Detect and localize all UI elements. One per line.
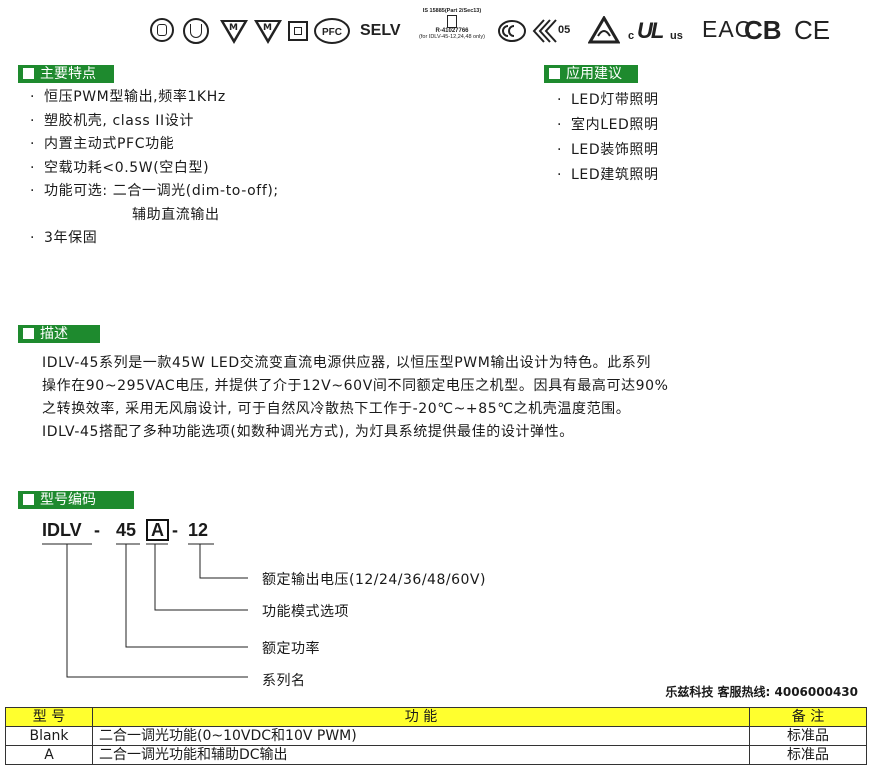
description-line: 之转换效率, 采用无风扇设计, 可于自然风冷散热下工作于-20℃~+85℃之机壳… <box>42 401 631 417</box>
feature-item: · 3年保固 <box>30 227 279 251</box>
callout-option: 功能模式选项 <box>262 604 349 620</box>
bis-icon: IS 15885(Part 2/Sec13) R-41027766 (for I… <box>412 8 492 40</box>
class-ii-icon <box>288 21 308 41</box>
feature-continuation: 辅助直流输出 <box>132 206 220 223</box>
ce-icon: CE <box>794 15 831 45</box>
feature-text: 空载功耗<0.5W(空白型) <box>44 159 210 176</box>
mm-triangle-icon: M <box>220 20 248 44</box>
application-text: LED灯带照明 <box>571 92 659 108</box>
table-header-note: 备 注 <box>749 707 867 727</box>
table-row: Blank 二合一调光功能(0~10VDC和10V PWM) 标准品 <box>5 726 867 746</box>
application-text: 室内LED照明 <box>571 117 659 133</box>
feature-item: · 空载功耗<0.5W(空白型) <box>30 157 279 181</box>
application-item: · LED建筑照明 <box>557 163 659 188</box>
description-line: IDLV-45系列是一款45W LED交流变直流电源供应器, 以恒压型PWM输出… <box>42 355 651 371</box>
model-header: 型号编码 <box>18 491 134 509</box>
bullet-icon: · <box>557 92 563 108</box>
description-line: 操作在90~295VAC电压, 并提供了介于12V~60V间不同额定电压之机型。… <box>42 378 669 394</box>
feature-text: 塑胶机壳, class II设计 <box>44 112 194 129</box>
table-cell-note: 标准品 <box>749 745 867 765</box>
model-voltage: 12 <box>188 520 209 540</box>
model-callout-lines <box>42 543 248 678</box>
bullet-icon: · <box>30 112 36 129</box>
bullet-icon: · <box>30 183 36 199</box>
bullet-icon: · <box>557 142 563 158</box>
features-header-label: 主要特点 <box>40 66 96 82</box>
description-header-label: 描述 <box>40 326 68 342</box>
bullet-icon: · <box>30 136 36 152</box>
features-list: · 恒压PWM型输出,频率1KHz · 塑胶机壳, class II设计 · 内置主动… <box>30 86 279 251</box>
ul-us: us <box>670 30 683 42</box>
eac-icon: EAC <box>702 16 753 42</box>
table-cell-note: 标准品 <box>749 726 867 746</box>
table-cell-function: 二合一调光功能(0~10VDC和10V PWM) <box>92 726 750 746</box>
application-text: LED装饰照明 <box>571 142 659 158</box>
feature-text: 恒压PWM型输出,频率1KHz <box>44 89 226 105</box>
feature-item: · 恒压PWM型输出,频率1KHz <box>30 86 279 110</box>
callout-power: 额定功率 <box>262 641 320 657</box>
table-cell-model: Blank <box>5 726 93 746</box>
bis-standard: IS 15885(Part 2/Sec13) <box>422 8 482 14</box>
header-square-icon <box>549 68 560 79</box>
bis-note: (for IDLV-45-12,24,48 only) <box>419 34 485 40</box>
model-dash-2: - <box>172 520 178 540</box>
cb-icon: CB <box>744 15 782 45</box>
model-power: 45 <box>116 520 137 540</box>
model-dash-1: - <box>94 520 100 540</box>
callout-series: 系列名 <box>262 673 306 689</box>
pfc-icon: PFC <box>314 18 350 44</box>
feature-text: 内置主动式PFC功能 <box>44 136 175 152</box>
header-square-icon <box>23 328 34 339</box>
certification-strip: M M PFC SELV IS 15885(Part 2/Sec13) R-41… <box>150 8 840 52</box>
feature-text: 功能可选: 二合一调光(dim-to-off); <box>44 183 279 199</box>
description-line: IDLV-45搭配了多种功能选项(如数种调光方式), 为灯具系统提供最佳的设计弹… <box>42 424 574 440</box>
table-header-model: 型 号 <box>5 707 93 727</box>
header-square-icon <box>23 68 34 79</box>
feature-item: · 功能可选: 二合一调光(dim-to-off); <box>30 180 279 204</box>
selv-text: SELV <box>360 22 401 39</box>
applications-header-label: 应用建议 <box>566 66 622 82</box>
ccc-icon <box>498 20 526 46</box>
application-item: · LED灯带照明 <box>557 88 659 113</box>
hotline-text: 乐兹科技 客服热线: 4006000430 <box>665 685 858 699</box>
table-cell-function: 二合一调光功能和辅助DC输出 <box>92 745 750 765</box>
saa-icon <box>587 15 621 48</box>
features-header: 主要特点 <box>18 65 114 83</box>
application-text: LED建筑照明 <box>571 167 659 183</box>
mm-triangle-icon-2: M <box>254 20 282 44</box>
ul-c: c <box>628 30 635 42</box>
description-header: 描述 <box>18 325 100 343</box>
feature-text: 3年保固 <box>44 230 98 246</box>
bullet-icon: · <box>30 89 36 105</box>
model-series: IDLV <box>42 520 82 540</box>
bullet-icon: · <box>557 117 563 133</box>
applications-header: 应用建议 <box>544 65 638 83</box>
table-header-function: 功 能 <box>92 707 750 727</box>
header-square-icon <box>23 494 34 505</box>
kc-icon: 05 <box>530 18 570 48</box>
application-item: · LED装饰照明 <box>557 138 659 163</box>
bis-number: R-41027766 <box>435 28 469 34</box>
pfc-text: PFC <box>322 27 342 38</box>
kc-suffix: 05 <box>558 24 571 36</box>
tuv-icon <box>150 18 174 42</box>
description-body: IDLV-45系列是一款45W LED交流变直流电源供应器, 以恒压型PWM输出… <box>42 352 669 444</box>
model-option: A <box>146 519 169 541</box>
applications-list: · LED灯带照明 · 室内LED照明 · LED装饰照明 · LED建筑照明 <box>557 88 659 188</box>
cb-shield-icon <box>183 18 209 44</box>
model-header-label: 型号编码 <box>40 492 96 508</box>
ul-mark: UL <box>637 18 664 43</box>
application-item: · 室内LED照明 <box>557 113 659 138</box>
bullet-icon: · <box>30 230 36 246</box>
bullet-icon: · <box>557 167 563 183</box>
callout-voltage: 额定输出电压(12/24/36/48/60V) <box>262 572 486 588</box>
ul-icon: c UL us <box>628 18 690 46</box>
table-cell-model: A <box>5 745 93 765</box>
feature-item: · 塑胶机壳, class II设计 <box>30 110 279 134</box>
table-row: A 二合一调光功能和辅助DC输出 标准品 <box>5 745 867 765</box>
feature-item: · 内置主动式PFC功能 <box>30 133 279 157</box>
table-header-row: 型 号 功 能 备 注 <box>5 707 867 727</box>
bullet-icon: · <box>30 159 36 176</box>
options-table: 型 号 功 能 备 注 Blank 二合一调光功能(0~10VDC和10V PW… <box>5 707 867 765</box>
